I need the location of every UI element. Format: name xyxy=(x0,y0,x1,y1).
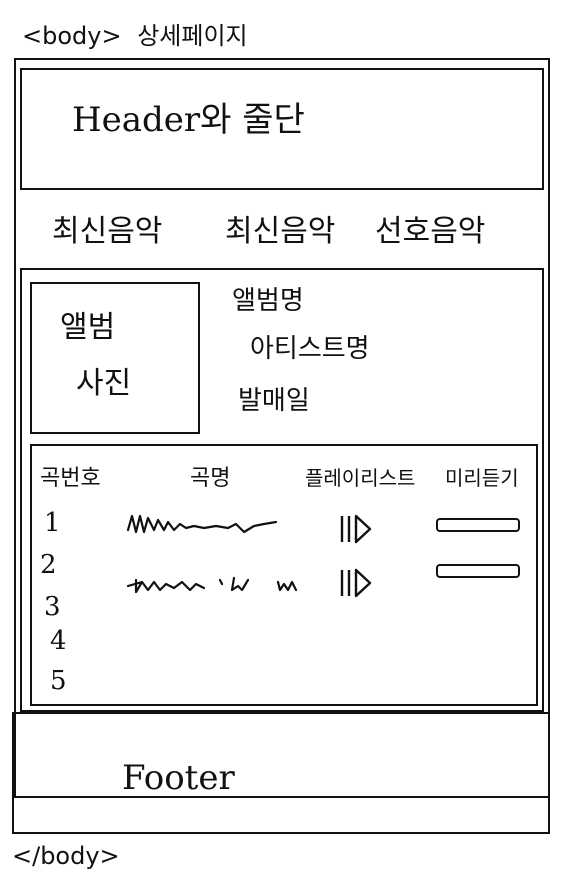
artist-name: 아티스트명 xyxy=(250,334,370,364)
track-title-scribble-2 xyxy=(126,576,298,594)
track-number-2: 2 xyxy=(40,550,57,580)
preview-bar-1[interactable] xyxy=(436,518,520,532)
nav-item-2[interactable]: 최신음악 xyxy=(225,214,336,249)
release-date: 발매일 xyxy=(238,386,310,416)
add-to-playlist-icon-1[interactable] xyxy=(338,512,374,546)
album-photo: 앨범 사진 xyxy=(30,282,200,434)
footer-label: Footer xyxy=(122,758,235,798)
header-label: Header와 줄단 xyxy=(72,100,305,140)
track-number-5: 5 xyxy=(50,666,67,696)
track-number-1: 1 xyxy=(44,508,61,538)
preview-bar-2[interactable] xyxy=(436,564,520,578)
footer-box: Footer xyxy=(12,712,550,834)
nav-item-3[interactable]: 선호음악 xyxy=(375,214,486,249)
body-open-tag: <body> xyxy=(22,22,122,50)
nav-item-1[interactable]: 최신음악 xyxy=(52,214,163,249)
album-photo-label-2: 사진 xyxy=(76,366,132,401)
album-photo-label-1: 앨범 xyxy=(60,310,116,345)
col-header-playlist: 플레이리스트 xyxy=(305,466,416,490)
track-number-4: 4 xyxy=(50,626,67,656)
col-header-preview: 미리듣기 xyxy=(445,466,519,490)
body-frame xyxy=(14,58,550,798)
tracklist-box xyxy=(30,444,538,706)
content-box xyxy=(20,268,544,712)
add-to-playlist-icon-2[interactable] xyxy=(338,566,374,600)
header-box: Header와 줄단 xyxy=(20,68,544,190)
body-close-tag: </body> xyxy=(12,842,120,870)
track-title-scribble-1 xyxy=(126,514,278,534)
col-header-number: 곡번호 xyxy=(40,466,101,491)
album-name: 앨범명 xyxy=(232,286,304,316)
col-header-title: 곡명 xyxy=(190,466,231,491)
track-number-3: 3 xyxy=(44,592,61,622)
page-title: 상세페이지 xyxy=(137,22,248,50)
